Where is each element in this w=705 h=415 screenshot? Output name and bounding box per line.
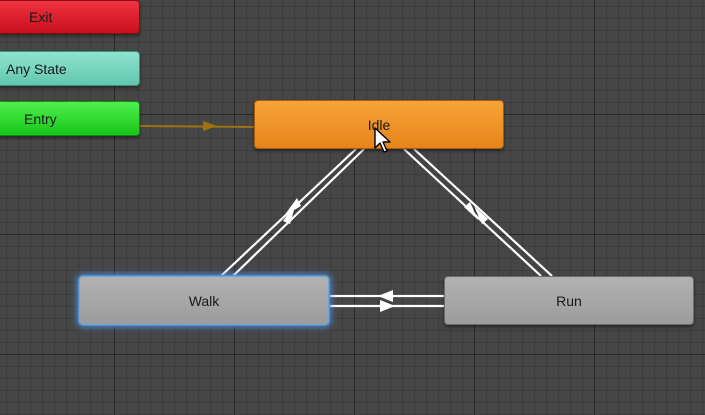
state-any-state[interactable]: Any State (0, 51, 140, 86)
state-run-label: Run (556, 292, 582, 309)
transition-walk-to-idle-arrow (283, 203, 296, 224)
transition-idle-to-run-arrow (464, 202, 478, 220)
state-idle[interactable]: Idle (254, 100, 504, 149)
state-walk[interactable]: Walk (79, 276, 329, 325)
state-run[interactable]: Run (444, 276, 694, 325)
transition-idle-to-walk-arrow (284, 198, 301, 216)
transition-run-to-idle[interactable] (413, 148, 553, 277)
transition-walk-to-run-arrow (380, 300, 395, 312)
transition-entry-to-idle[interactable] (139, 125, 255, 128)
state-walk-label: Walk (188, 292, 220, 309)
state-idle-label: Idle (367, 116, 391, 133)
transition-run-to-walk-arrow (378, 290, 393, 302)
transition-idle-to-walk[interactable] (220, 148, 357, 277)
state-exit[interactable]: Exit (0, 0, 140, 34)
transition-walk-to-idle[interactable] (232, 148, 365, 277)
state-entry-label: Entry (24, 110, 57, 127)
state-entry[interactable]: Entry (0, 101, 140, 136)
transition-run-to-idle-arrow (474, 206, 488, 224)
state-any-state-label: Any State (6, 60, 67, 77)
transition-idle-to-run[interactable] (403, 148, 542, 277)
state-exit-label: Exit (29, 9, 53, 25)
transition-entry-to-idle-arrow (203, 121, 217, 131)
